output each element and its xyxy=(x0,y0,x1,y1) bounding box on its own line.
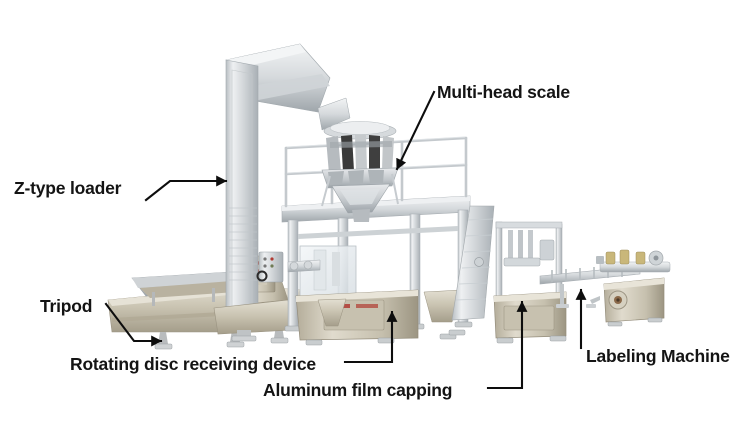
leader-aluminum-film-capping xyxy=(486,300,528,390)
leader-multi-head-scale xyxy=(395,90,436,171)
leader-z-type-loader xyxy=(144,175,228,202)
leader-rotating-disc-receiving-device xyxy=(343,310,398,364)
machine-vertical-packing-machine xyxy=(287,245,463,346)
label-labeling-machine: Labeling Machine xyxy=(586,346,730,366)
leader-tripod xyxy=(104,302,163,347)
machine-multi-head-scale xyxy=(321,121,399,222)
label-tripod: Tripod xyxy=(40,296,93,316)
label-z-type-loader: Z-type loader xyxy=(14,178,122,198)
label-multi-head-scale: Multi-head scale xyxy=(437,82,570,102)
machine-z-type-loader xyxy=(213,43,351,342)
machine-labeling-machine xyxy=(586,249,671,327)
label-rotating-disc-receiving-device: Rotating disc receiving device xyxy=(70,354,316,374)
label-aluminum-film-capping: Aluminum film capping xyxy=(263,380,453,400)
